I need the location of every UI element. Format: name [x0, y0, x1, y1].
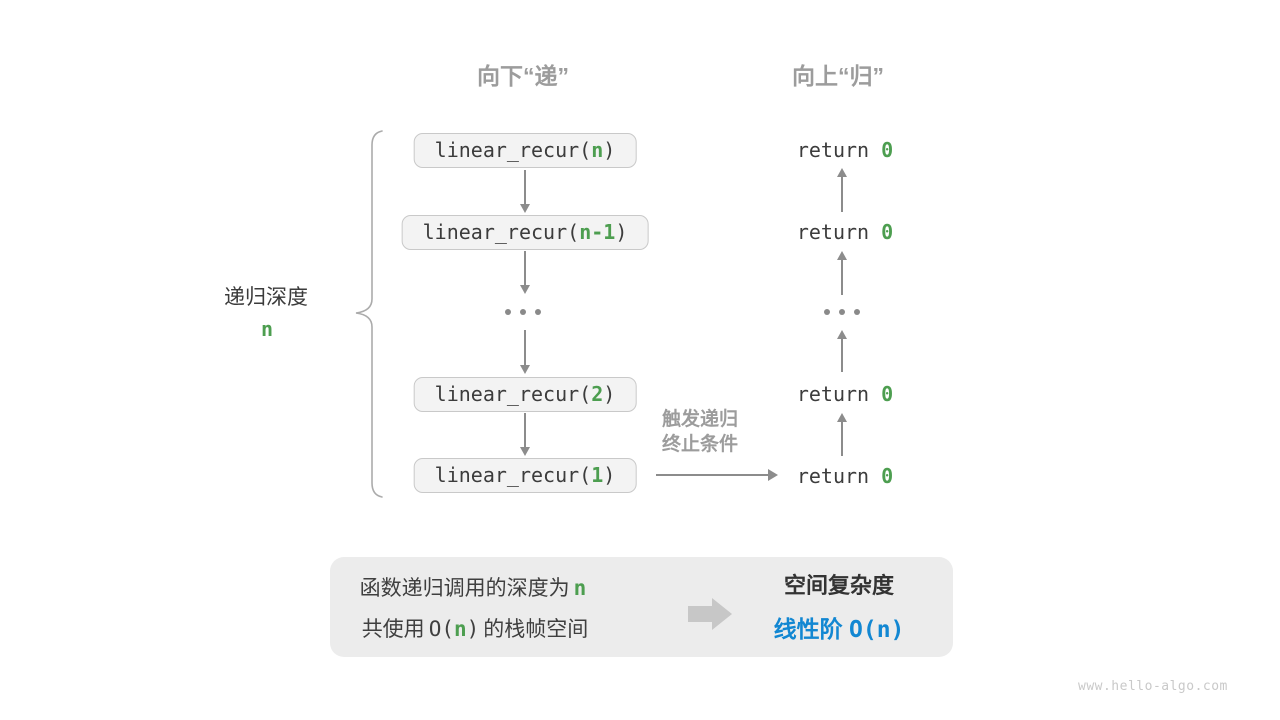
return-keyword: return — [796, 220, 882, 244]
arrow-head-up-icon — [836, 330, 847, 339]
arrow-line — [656, 474, 768, 476]
call-arg: 2 — [591, 382, 604, 406]
down-arrow-icon — [519, 251, 530, 294]
header-ascend: 向上“归” — [792, 63, 884, 89]
implies-arrow-head-icon — [712, 598, 732, 630]
summary-line2-open: O( — [428, 617, 454, 641]
arrow-head-down-icon — [519, 204, 530, 213]
termination-condition-label: 触发递归 终止条件 — [662, 407, 738, 457]
space-complexity-title: 空间复杂度 — [783, 573, 894, 598]
return-keyword: return — [796, 138, 882, 162]
up-arrow-icon — [836, 168, 847, 212]
dot — [535, 309, 541, 315]
return-row: return 0 — [797, 220, 893, 244]
return-row: return 0 — [797, 382, 893, 406]
summary-panel — [330, 557, 953, 657]
arrow-line — [523, 330, 526, 365]
recursion-depth-value: n — [260, 317, 274, 341]
call-text: ) — [615, 220, 628, 244]
trigger-line1: 触发递归 — [661, 409, 739, 430]
down-arrow-icon — [519, 170, 530, 213]
depth-brace — [355, 130, 383, 498]
down-arrow-icon — [519, 413, 530, 456]
arrow-head-down-icon — [519, 285, 530, 294]
arrow-line — [523, 170, 526, 204]
arrow-head-down-icon — [519, 447, 530, 456]
call-text: linear_recur( — [434, 382, 592, 406]
arrow-line — [523, 413, 526, 447]
arrow-head-up-icon — [836, 168, 847, 177]
return-keyword: return — [796, 382, 882, 406]
dot — [839, 309, 845, 315]
summary-line1-n: n — [573, 576, 587, 600]
call-box-n: linear_recur(n) — [413, 133, 637, 168]
arrow-head-right-icon — [768, 469, 778, 481]
ellipsis-dots — [505, 309, 541, 315]
summary-line2-suffix: 的栈帧空间 — [483, 618, 589, 641]
implies-arrow-icon — [688, 606, 712, 622]
arrow-line — [840, 260, 843, 295]
down-arrow-icon — [519, 330, 530, 374]
space-complexity-value: 线性阶 O(n) — [758, 614, 920, 645]
complexity-order-label: 线性阶 — [773, 616, 849, 642]
summary-line2-n: n — [453, 617, 467, 641]
right-arrow-icon — [656, 469, 778, 481]
return-row: return 0 — [797, 464, 893, 488]
up-arrow-icon — [836, 413, 847, 456]
return-value: 0 — [881, 220, 894, 244]
arrow-head-up-icon — [836, 413, 847, 422]
call-text: ) — [603, 463, 616, 487]
return-value: 0 — [881, 464, 894, 488]
recursion-depth-label: 递归深度 — [224, 286, 308, 309]
complexity-big-o: O(n) — [849, 617, 905, 643]
call-arg: n-1 — [579, 220, 616, 244]
call-box-n-1: linear_recur(n-1) — [401, 215, 649, 250]
arrow-line — [840, 177, 843, 212]
arrow-line — [840, 339, 843, 372]
return-row: return 0 — [797, 138, 893, 162]
dot — [505, 309, 511, 315]
dot — [854, 309, 860, 315]
return-value: 0 — [881, 138, 894, 162]
watermark: www.hello-algo.com — [1078, 679, 1228, 694]
return-value: 0 — [881, 382, 894, 406]
arrow-head-down-icon — [519, 365, 530, 374]
up-arrow-icon — [836, 330, 847, 372]
ellipsis-dots — [824, 309, 860, 315]
call-text: linear_recur( — [422, 220, 580, 244]
conclusion-block: 空间复杂度 线性阶 O(n) — [758, 572, 920, 645]
call-text: linear_recur( — [434, 463, 592, 487]
arrow-head-up-icon — [836, 251, 847, 260]
summary-line2-close: ) — [466, 617, 480, 641]
arrow-line — [840, 422, 843, 456]
call-text: ) — [603, 138, 616, 162]
call-box-2: linear_recur(2) — [413, 377, 637, 412]
call-text: linear_recur( — [434, 138, 592, 162]
call-text: ) — [603, 382, 616, 406]
up-arrow-icon — [836, 251, 847, 295]
summary-line1-text: 函数递归调用的深度为 — [359, 577, 570, 600]
arrow-line — [523, 251, 526, 285]
call-box-1: linear_recur(1) — [413, 458, 637, 493]
dot — [824, 309, 830, 315]
trigger-line2: 终止条件 — [661, 434, 739, 455]
call-arg: n — [591, 138, 604, 162]
return-keyword: return — [796, 464, 882, 488]
summary-line2-prefix: 共使用 — [361, 618, 425, 641]
call-arg: 1 — [591, 463, 604, 487]
dot — [520, 309, 526, 315]
header-descend: 向下“递” — [477, 63, 569, 89]
